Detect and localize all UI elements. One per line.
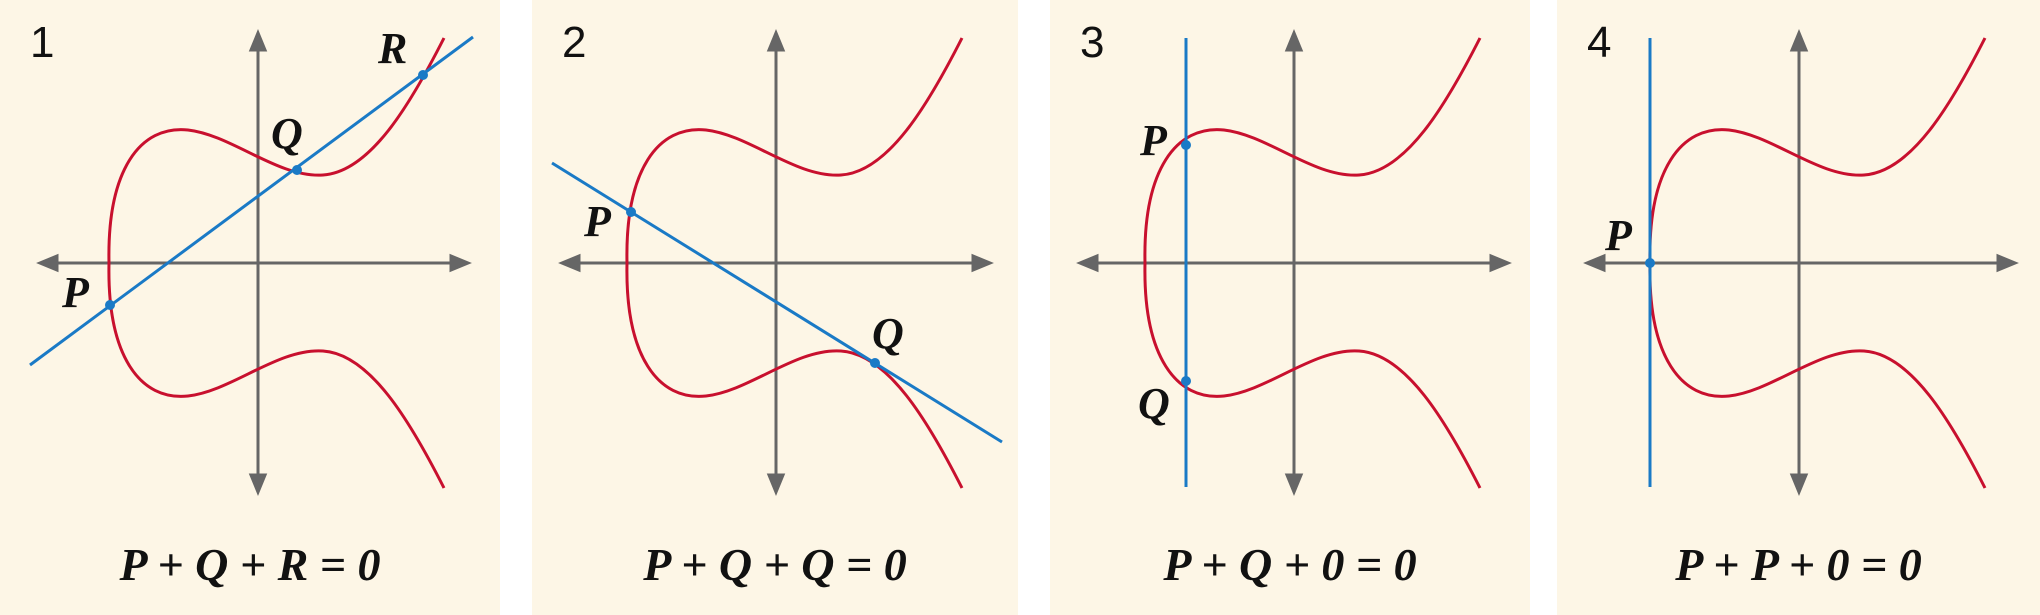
y-axis-arrow-up [248,29,268,52]
x-axis-arrow-left [1583,253,1606,273]
axes [1076,29,1512,496]
x-axis-arrow-right [1489,253,1512,273]
panel-1-diagram: P Q R [29,24,474,496]
y-axis-arrow-down [248,473,268,496]
secant-line [29,35,474,367]
axes [36,29,472,496]
elliptic-curve-lower [1143,262,1482,489]
x-axis-arrow-right [449,253,472,273]
elliptic-curve-upper [625,37,964,264]
label-r: R [377,24,407,73]
label-p: P [1604,211,1633,260]
panel-number: 2 [562,18,587,67]
panel-4: P 4 P + P + 0 = 0 [1557,0,2040,615]
panel-number: 1 [30,18,55,67]
equation: P + P + 0 = 0 [1675,539,1922,590]
panel-number: 3 [1080,18,1105,67]
point-p [1645,258,1655,268]
y-axis-arrow-up [1284,29,1304,52]
elliptic-curve-lower [1648,262,1987,489]
equation: P + Q + Q = 0 [643,539,907,590]
panel-number: 4 [1587,18,1612,67]
elliptic-curve-upper [1648,37,1987,264]
axes [1583,29,2019,496]
x-axis-arrow-right [1996,253,2019,273]
point-r [418,70,428,80]
elliptic-curve-lower [107,262,446,489]
point-p [1181,140,1191,150]
point-q [1181,376,1191,386]
panel-2-diagram: P Q [551,29,1003,496]
label-q: Q [1138,379,1170,428]
label-p: P [583,197,612,246]
label-q: Q [271,109,303,158]
panel-2: P Q 2 P + Q + Q = 0 [532,0,1018,615]
panel-1: P Q R 1 P + Q + R = 0 [0,0,500,615]
point-q [292,165,302,175]
x-axis-arrow-left [558,253,581,273]
y-axis-arrow-down [1284,473,1304,496]
point-p [626,207,636,217]
equation: P + Q + 0 = 0 [1163,539,1417,590]
y-axis-arrow-up [766,29,786,52]
elliptic-curve-lower [625,262,964,489]
y-axis-arrow-down [1789,473,1809,496]
x-axis-arrow-right [971,253,994,273]
y-axis-arrow-up [1789,29,1809,52]
label-q: Q [872,309,904,358]
equation: P + Q + R = 0 [119,539,381,590]
label-p: P [61,268,90,317]
panel-3-diagram: P Q [1076,29,1512,496]
label-p: P [1139,116,1168,165]
elliptic-curve-upper [107,37,446,264]
point-p [105,300,115,310]
axes [558,29,994,496]
elliptic-curve-upper [1143,37,1482,264]
panel-3: P Q 3 P + Q + 0 = 0 [1050,0,1530,615]
y-axis-arrow-down [766,473,786,496]
panel-4-diagram: P [1583,29,2019,496]
point-q [870,358,880,368]
x-axis-arrow-left [36,253,59,273]
x-axis-arrow-left [1076,253,1099,273]
